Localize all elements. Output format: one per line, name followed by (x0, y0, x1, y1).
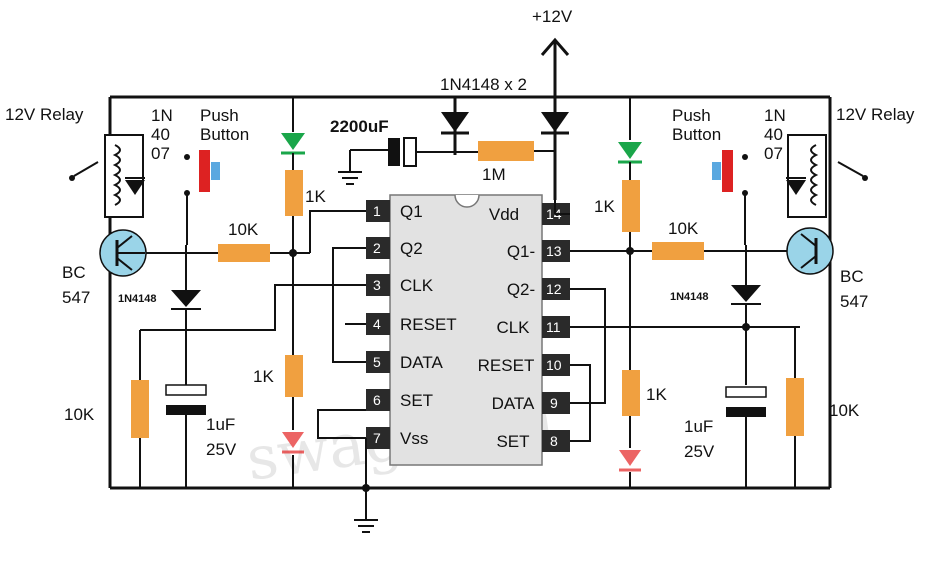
pin-11-name: CLK (496, 318, 530, 337)
left-relay-body (104, 134, 144, 218)
right-led-branch (618, 97, 642, 370)
left-push-button (184, 150, 220, 245)
pin-10-num: 10 (546, 357, 562, 373)
right-relay (786, 134, 868, 218)
diodes-label: 1N4148 x 2 (440, 75, 527, 94)
right-relay-label: 12V Relay (836, 105, 915, 124)
left-r-bottom-label: 10K (64, 405, 95, 424)
pin-9-num: 9 (550, 395, 558, 411)
pin-8-num: 8 (550, 433, 558, 449)
supply-label: +12V (532, 7, 573, 26)
left-red-branch (282, 355, 304, 488)
right-transistor (786, 227, 834, 275)
left-flyback-diode (125, 180, 145, 195)
timing-network (338, 135, 555, 185)
right-push-label-2: Button (672, 125, 721, 144)
left-transistor-label-2: 547 (62, 288, 90, 307)
pin-3-num: 3 (373, 277, 381, 293)
left-r-led-label: 1K (305, 187, 326, 206)
pin-13-num: 13 (546, 243, 562, 259)
left-push-label-2: Button (200, 125, 249, 144)
pin-1-name: Q1 (400, 202, 423, 221)
pin-8-name: SET (496, 432, 529, 451)
right-r-red-label: 1K (646, 385, 667, 404)
pin-2-num: 2 (373, 240, 381, 256)
left-transistor (99, 229, 147, 277)
ic-left-pins: 1 2 3 4 5 6 7 Q1 Q2 CLK RESET DATA SET V… (366, 200, 457, 449)
pin-5-num: 5 (373, 354, 381, 370)
pin-1-num: 1 (373, 203, 381, 219)
right-capacitor (725, 386, 767, 488)
right-base-diode (731, 245, 761, 385)
left-relay-label: 12V Relay (5, 105, 84, 124)
right-transistor-label-2: 547 (840, 292, 868, 311)
pin-5-name: DATA (400, 353, 443, 372)
pin-3-name: CLK (400, 276, 434, 295)
left-diode-base-label: 1N4148 (118, 293, 157, 305)
pin-14-name: Vdd (489, 205, 519, 224)
right-r-base-label: 10K (668, 219, 699, 238)
right-red-branch (619, 370, 641, 488)
pin-12-name: Q2- (507, 280, 535, 299)
resistor-top-label: 1M (482, 165, 506, 184)
left-r-base-label: 10K (228, 220, 259, 239)
left-green-led (281, 133, 305, 150)
cap-2200-plate-b (403, 137, 417, 167)
left-diode-label-2: 40 (151, 125, 170, 144)
diode-1 (441, 112, 469, 132)
left-push-label-1: Push (200, 106, 239, 125)
pin-13-name: Q1- (507, 242, 535, 261)
ic-right-pins: 14 13 12 11 10 9 8 Vdd Q1- Q2- CLK RESET… (478, 203, 570, 452)
left-bottom-resistor (131, 330, 149, 488)
right-diode-label-1: 1N (764, 106, 786, 125)
pin-2-name: Q2 (400, 239, 423, 258)
left-relay (69, 134, 145, 218)
right-base-resistor (626, 242, 790, 260)
left-base-diode (171, 245, 201, 385)
left-led-branch (281, 97, 305, 355)
left-cap-label-1: 1uF (206, 415, 235, 434)
diode-2 (541, 112, 569, 132)
ic-4013 (389, 194, 543, 466)
right-diode-base-label: 1N4148 (670, 291, 709, 303)
right-cap-label-2: 25V (684, 442, 715, 461)
pin-4-num: 4 (373, 316, 381, 332)
pin-7-num: 7 (373, 430, 381, 446)
left-diode-label-3: 07 (151, 144, 170, 163)
left-r-red-label: 1K (253, 367, 274, 386)
pin-6-num: 6 (373, 392, 381, 408)
left-diode-label-1: 1N (151, 106, 173, 125)
left-led-resistor (285, 170, 303, 216)
right-r-led-label: 1K (594, 197, 615, 216)
left-base-resistor (145, 244, 310, 262)
pin-6-name: SET (400, 391, 433, 410)
right-r-bottom-label: 10K (829, 401, 860, 420)
pin-12-num: 12 (546, 281, 562, 297)
right-transistor-label-1: BC (840, 267, 864, 286)
right-push-label-1: Push (672, 106, 711, 125)
pin-14-num: 14 (546, 206, 562, 222)
ic-wiring (140, 200, 800, 533)
pin-10-name: RESET (478, 356, 535, 375)
pin-7-name: Vss (400, 429, 428, 448)
pin-11-num: 11 (546, 319, 561, 335)
right-push-button (712, 150, 748, 245)
pin-4-name: RESET (400, 315, 457, 334)
left-red-resistor (285, 355, 303, 397)
ic-body (389, 194, 543, 466)
left-red-led (282, 432, 304, 448)
right-cap-label-1: 1uF (684, 417, 713, 436)
ic-notch (454, 194, 480, 208)
right-bottom-resistor (786, 327, 804, 488)
cap-main-label: 2200uF (330, 117, 389, 136)
left-cap-label-2: 25V (206, 440, 237, 459)
right-diode-label-3: 07 (764, 144, 783, 163)
cap-2200-plate-a (388, 138, 400, 166)
left-capacitor (165, 384, 207, 488)
left-transistor-label-1: BC (62, 263, 86, 282)
right-diode-label-2: 40 (764, 125, 783, 144)
resistor-1m (478, 141, 534, 161)
pin-9-name: DATA (492, 394, 535, 413)
